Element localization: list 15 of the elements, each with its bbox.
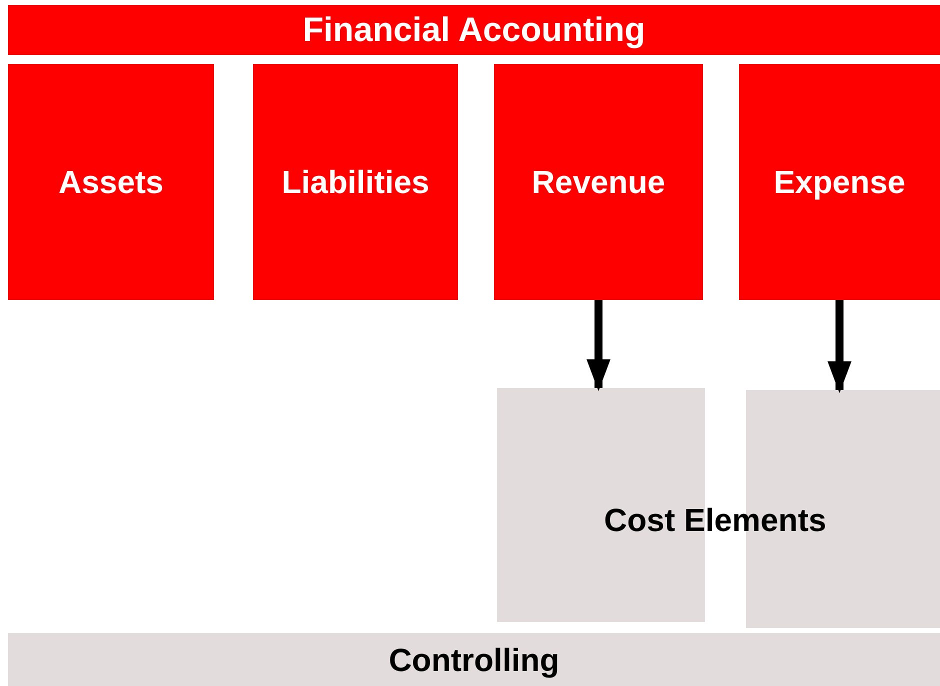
arrow [828,300,852,394]
node-label: Expense [774,163,906,202]
arrow [586,300,610,392]
account-box [253,64,458,300]
node-label: Liabilities [282,163,430,202]
title-bar [8,5,940,55]
node-label: Financial Accounting [302,10,646,50]
node-label: Controlling [388,640,560,680]
node-label: Assets [58,163,164,202]
account-box [494,64,703,300]
group-label: Cost Elements [604,501,826,540]
account-box [8,64,214,300]
node-label: Revenue [532,163,666,202]
account-box [739,64,940,300]
module-bar [8,633,940,686]
